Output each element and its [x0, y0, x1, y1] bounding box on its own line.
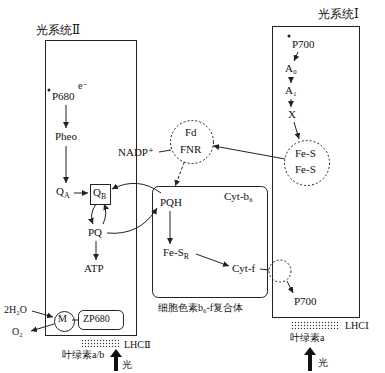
cluster-label: M	[58, 313, 67, 325]
electron-arrow	[66, 146, 67, 183]
pigment-label: P680	[52, 90, 75, 103]
pigment-label: P700	[292, 38, 315, 51]
photosystem-box: Fe-SFe-S光系统ⅠP700A₀A₁XP700	[272, 26, 360, 318]
electron-arrow	[291, 77, 292, 83]
carrier-label: QB	[93, 186, 106, 201]
manganese-circle: M	[54, 311, 75, 332]
antenna-label: LHCⅠ	[345, 320, 369, 332]
product-label: O₂	[12, 326, 23, 338]
antenna-stipple	[290, 321, 340, 329]
carrier-label: Fe-SR	[163, 246, 189, 261]
product-label: ATP	[84, 262, 104, 275]
carrier-label: Fe-S	[295, 147, 316, 160]
electron-arrow	[103, 204, 106, 224]
electron-arrow	[74, 193, 88, 194]
carrier-label: QA	[56, 185, 70, 200]
substrate-label: 2H₂O	[4, 304, 27, 316]
pigment-label: 叶绿素a/b	[62, 349, 104, 361]
box-border	[273, 27, 360, 318]
connector-line	[72, 320, 78, 321]
iron-sulfur-circle: Fe-S Fe-S	[284, 140, 330, 186]
subscript-part: B	[101, 192, 106, 201]
pigment-label: 叶绿素a	[290, 332, 324, 344]
electron-arrow	[294, 52, 298, 61]
electron-label: e⁻	[78, 80, 88, 92]
circle-border	[171, 121, 214, 164]
electron-transfer-connector	[175, 162, 184, 186]
carrier-label: PQ	[88, 226, 102, 239]
pigment-label: P700	[294, 295, 317, 308]
electron-arrow	[66, 105, 67, 128]
carrier-label: Cyt-b₆	[224, 190, 253, 203]
light-arrow	[110, 349, 122, 371]
carrier-box: QB	[90, 184, 111, 205]
heading-label: 光系统Ⅰ	[318, 8, 359, 22]
subscript-part: A	[64, 191, 70, 200]
atp-arrow	[96, 241, 97, 260]
excited-dot	[48, 89, 51, 92]
connector-line	[159, 150, 171, 152]
electron-arrow	[287, 281, 293, 293]
acceptor-label: NADP⁺	[118, 146, 154, 159]
light-label: 光	[318, 357, 328, 369]
oxygen-arrow	[31, 324, 54, 331]
light-label: 光	[122, 359, 132, 371]
carrier-label: PQH	[160, 196, 182, 209]
carrier-label: Fe-S	[295, 163, 316, 176]
carrier-label: A₁	[285, 84, 297, 97]
cytochrome-complex-box: 细胞色素b₆-f复合体PQHCyt-b₆Fe-SRCyt-f	[152, 186, 268, 298]
carrier-label: Fd	[185, 126, 197, 139]
heading-label: 细胞色素b₆-f复合体	[158, 302, 243, 314]
excited-dot	[288, 35, 291, 38]
subscript-part: R	[184, 252, 189, 261]
water-arrow	[32, 311, 53, 317]
text-part: Q	[93, 186, 101, 198]
electron-arrow	[291, 99, 292, 107]
text-part: Fe-S	[163, 246, 184, 258]
electron-arrow	[92, 204, 96, 224]
text-part: Q	[56, 185, 64, 197]
antenna-stipple	[80, 339, 120, 347]
box-border	[153, 187, 268, 298]
light-arrow	[304, 347, 316, 371]
electron-arrow	[170, 211, 171, 244]
electron-transfer-connector	[213, 146, 285, 159]
heading-label: 光系统Ⅱ	[36, 24, 80, 38]
carrier-label: A₀	[285, 62, 297, 75]
carrier-label: X	[288, 108, 296, 121]
pq-arrow	[107, 208, 157, 233]
box-border	[91, 185, 111, 205]
box-border	[46, 41, 137, 336]
enzyme-label: FNR	[180, 143, 201, 156]
circle-border	[55, 312, 75, 332]
carrier-label: Pheo	[55, 130, 77, 143]
antenna-label: LHCⅡ	[124, 339, 151, 351]
donor-label: ZP680	[83, 313, 110, 325]
photosystem-box: QBMZP680光系统ⅡP680e⁻PheoQAPQATP	[45, 40, 137, 336]
carrier-label: Cyt-f	[232, 262, 255, 275]
electron-arrow	[294, 122, 299, 139]
electron-arrow	[196, 254, 229, 266]
box-border	[79, 311, 124, 330]
donor-box: ZP680	[78, 310, 124, 330]
ferredoxin-circle: FdFNR	[170, 120, 214, 164]
circle-border	[285, 141, 330, 186]
